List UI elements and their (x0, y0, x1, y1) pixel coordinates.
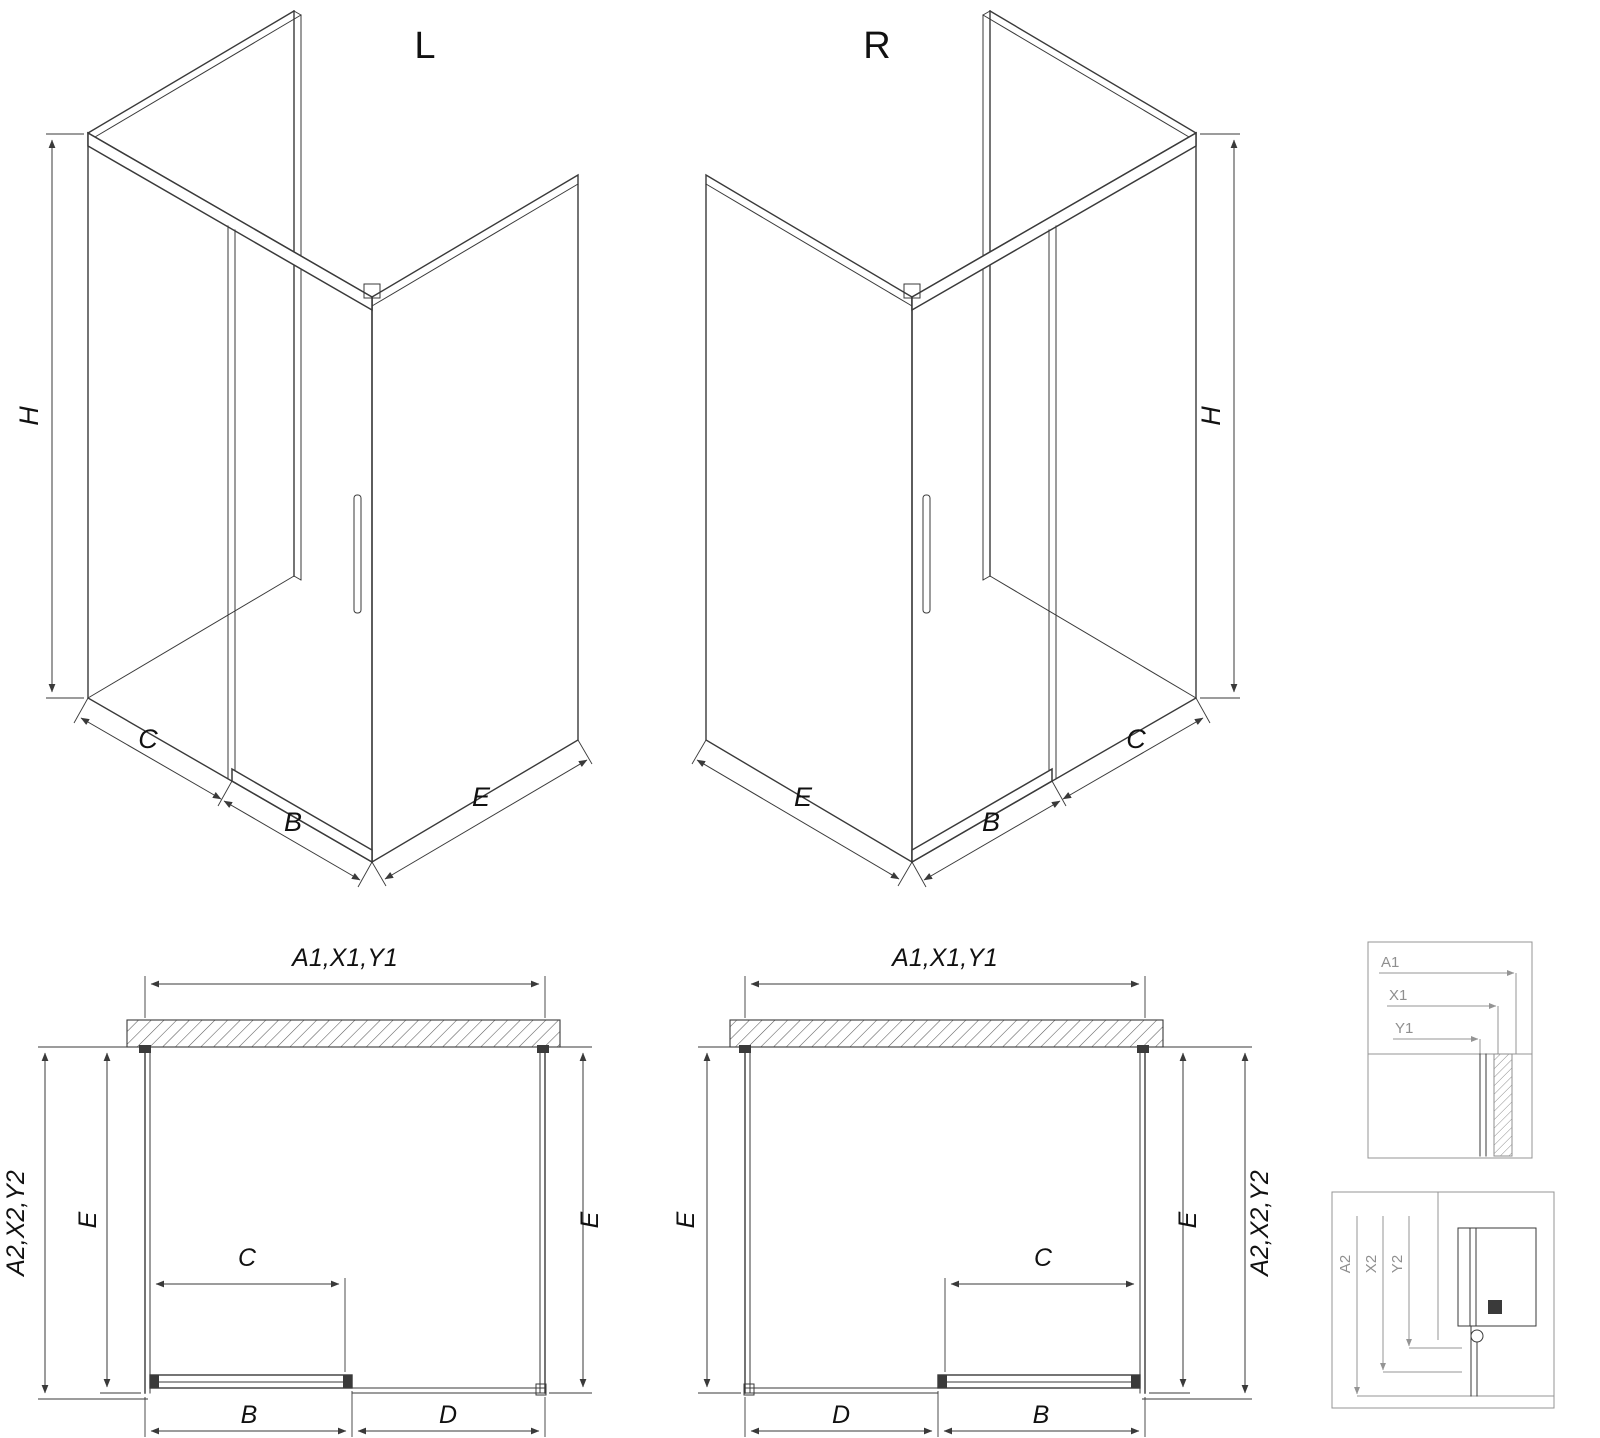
dim-label-c: C (1034, 1244, 1053, 1272)
detail-top-view: A1 X1 Y1 (1367, 941, 1533, 1159)
dim-c: C (944, 1244, 1135, 1372)
side-panel-left (705, 173, 913, 864)
variant-right-label: R (863, 25, 890, 67)
front-panel (903, 131, 1197, 864)
dim-label-c: C (138, 724, 158, 754)
dim-label-e: E (794, 782, 813, 812)
detail-label-y1: Y1 (1395, 1020, 1413, 1037)
dim-label-e-left: E (672, 1211, 700, 1228)
detail-bottom-view: A2 X2 Y2 (1331, 1191, 1555, 1409)
enclosure-outline (139, 1045, 549, 1396)
dim-label-e-left: E (74, 1211, 102, 1228)
front-panel (87, 131, 381, 864)
detail-label-a1: A1 (1381, 954, 1399, 971)
top-rail (911, 131, 1197, 312)
side-panel-right (982, 10, 1197, 699)
dim-c: C (155, 1244, 346, 1372)
door-handle (922, 494, 931, 614)
dim-label-e-right: E (576, 1211, 604, 1228)
dim-h-right: H (1196, 133, 1240, 699)
dim-label-d: D (832, 1401, 850, 1429)
side-panel-right (371, 173, 579, 864)
dim-b-left: B (223, 800, 373, 888)
plan-left-view: A1,X1,Y1 E A2,X2,Y2 (2, 944, 604, 1437)
dim-label-a1x1y1: A1,X1,Y1 (890, 944, 998, 972)
iso-right-view: R (691, 10, 1240, 888)
dim-depth-left: E (672, 1046, 741, 1394)
dim-width-top: A1,X1,Y1 (744, 944, 1146, 1018)
dim-b-right: B (911, 800, 1061, 888)
dim-e-left: E (371, 739, 593, 887)
dim-label-b: B (982, 807, 1000, 837)
wall-section-hatch (1493, 1053, 1513, 1157)
dim-label-e: E (472, 782, 491, 812)
enclosure-outline (739, 1045, 1149, 1396)
roller-profile-section (1457, 1227, 1537, 1397)
dim-c-left: C (73, 697, 233, 807)
detail-label-x2: X2 (1363, 1255, 1380, 1273)
dim-label-c: C (238, 1244, 257, 1272)
dim-depth-right: E A2,X2,Y2 (1142, 1046, 1274, 1400)
detail-label-y2: Y2 (1389, 1255, 1406, 1273)
corner-connector (363, 283, 381, 299)
wall-hatch (729, 1019, 1164, 1048)
variant-left-label: L (414, 25, 435, 67)
corner-connector (903, 283, 921, 299)
dim-label-c: C (1126, 724, 1146, 754)
dim-depth-right: E (549, 1046, 604, 1394)
dim-e-right: E (691, 739, 913, 887)
dim-label-b: B (241, 1401, 258, 1429)
dim-label-a2x2y2: A2,X2,Y2 (1246, 1170, 1274, 1278)
detail-label-x1: X1 (1389, 987, 1407, 1004)
dim-label-h: H (1196, 406, 1226, 426)
dim-width-top: A1,X1,Y1 (144, 944, 546, 1018)
dim-b-d: D B (744, 1391, 1146, 1437)
dim-c-right: C (1051, 697, 1211, 807)
detail-label-a2: A2 (1337, 1255, 1354, 1273)
dim-label-d: D (439, 1401, 457, 1429)
dim-label-h: H (14, 406, 44, 426)
wall-hatch (126, 1019, 561, 1048)
iso-left-view: L (14, 10, 593, 888)
dim-label-a2x2y2: A2,X2,Y2 (2, 1170, 30, 1278)
dim-label-b: B (1033, 1401, 1050, 1429)
top-rail (87, 131, 373, 312)
dim-label-a1x1y1: A1,X1,Y1 (290, 944, 398, 972)
dim-depth-left: E A2,X2,Y2 (2, 1046, 148, 1400)
dim-h-left: H (14, 133, 84, 699)
dim-label-b: B (284, 807, 302, 837)
door-handle (353, 494, 362, 614)
dim-label-e-right: E (1174, 1211, 1202, 1228)
dim-b-d: B D (144, 1391, 546, 1437)
side-panel-left (87, 10, 302, 699)
plan-right-view: A1,X1,Y1 E E (672, 944, 1274, 1437)
